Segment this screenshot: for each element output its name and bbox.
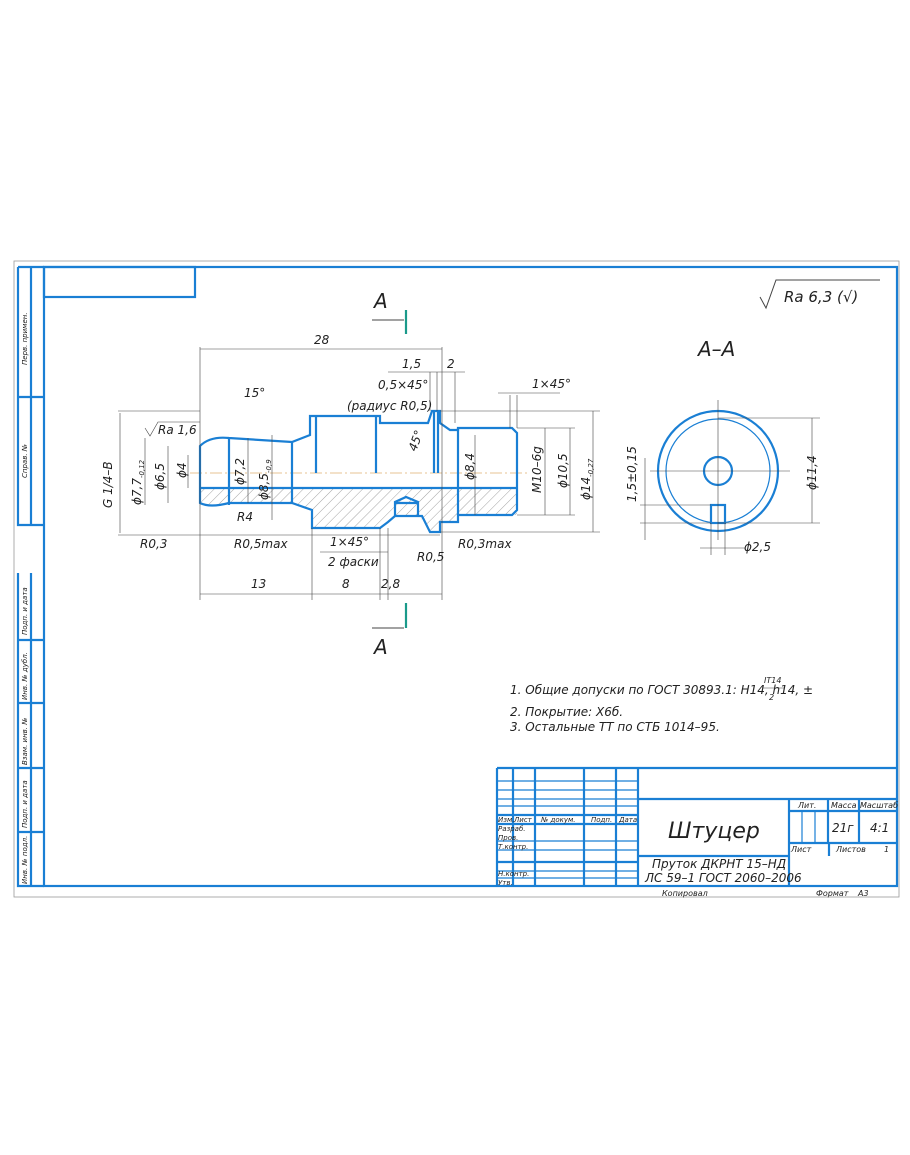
stamp-label: Инв. № дубл. (21, 652, 29, 700)
mass-label: Масса (831, 801, 857, 810)
role-norm-control: Н.контр. (498, 870, 529, 878)
note-fraction-num: IT14 (764, 676, 781, 685)
dim-d65: ϕ6,5 (153, 463, 167, 490)
section-title: A–A (696, 337, 735, 361)
role-developer: Разраб. (498, 825, 526, 833)
side-stamp: Перв. примен. Справ. № Подп. и дата Инв.… (16, 265, 44, 888)
header-list: Лист (513, 816, 533, 824)
dim-r05max: R0,5max (234, 537, 288, 551)
material-line-2: ЛС 59–1 ГОСТ 2060–2006 (644, 871, 802, 885)
roughness-ra16: Ra 1,6 (158, 423, 197, 437)
header-izm: Изм. (498, 816, 514, 824)
dim-two-chamfers: 2 фаски (328, 555, 379, 569)
dim-thread-g14: G 1/4–B (101, 461, 115, 508)
dim-1-5-tol: 1,5±0,15 (625, 446, 639, 502)
dim-d25: ϕ2,5 (744, 540, 771, 554)
format-value: А3 (857, 889, 869, 898)
dim-r05: R0,5 (417, 550, 444, 564)
mass-value: 21г (832, 821, 854, 835)
format-label: Формат (816, 889, 849, 898)
dim-chamfer-1-bottom: 1×45° (330, 535, 369, 549)
note-3: 3. Остальные ТТ по СТБ 1014–95. (510, 720, 720, 734)
dim-d14: ϕ14-0,27 (579, 458, 595, 500)
dim-8: 8 (342, 577, 350, 591)
note-2: 2. Покрытие: Х6б. (510, 705, 623, 719)
scale-label: Масштаб (860, 801, 898, 810)
dim-d72: ϕ7,2 (233, 458, 247, 485)
sheet-outer-border (13, 260, 900, 898)
drawing-frame (42, 265, 899, 888)
dim-2: 2 (447, 357, 455, 371)
dim-d85: ϕ8,5-0,9 (257, 459, 273, 500)
scale-value: 4:1 (870, 821, 889, 835)
sheets-label: Листов (835, 845, 866, 854)
dim-radius-note: (радиус R0,5) (347, 399, 432, 413)
part-name: Штуцер (668, 819, 760, 844)
dim-r4: R4 (237, 510, 253, 524)
role-tech-control: Т.контр. (498, 843, 528, 851)
dim-d114: ϕ11,4 (805, 455, 819, 490)
sheets-value: 1 (884, 845, 889, 854)
dim-thread-m10: M10–6g (530, 446, 544, 493)
copied-label: Копировал (662, 889, 708, 898)
note-1: 1. Общие допуски по ГОСТ 30893.1: H14, h… (510, 683, 813, 697)
header-sign: Подп. (591, 816, 612, 824)
dim-13: 13 (251, 577, 266, 591)
dim-2-8: 2,8 (381, 577, 400, 591)
section-mark-top: A (372, 289, 388, 313)
stamp-label: Взам. инв. № (21, 717, 29, 765)
note-fraction-den: 2 (769, 693, 774, 702)
technical-notes: 1. Общие допуски по ГОСТ 30893.1: H14, h… (510, 676, 813, 734)
header-date: Дата (618, 816, 637, 824)
dim-r03max: R0,3max (458, 537, 512, 551)
general-roughness: Ra 6,3 (√) (759, 279, 880, 310)
dim-angle-45: 45° (406, 428, 426, 453)
stamp-label: Перв. примен. (21, 312, 29, 365)
stamp-label: Подп. и дата (21, 587, 29, 635)
dim-chamfer-1-top: 1×45° (532, 377, 571, 391)
main-view: A A 28 1,5 2 0,5×45° (радиус R0,5) 1×45°… (101, 289, 600, 659)
material-line-1: Пруток ДКРНТ 15–НД (652, 857, 786, 871)
role-checker: Пров. (498, 834, 518, 842)
section-mark-bottom: A (372, 635, 388, 659)
part-outline (198, 409, 519, 534)
dim-d4: ϕ4 (175, 462, 189, 478)
role-approved: Утв. (498, 879, 513, 887)
svg-text:Ra 6,3 (√): Ra 6,3 (√) (784, 288, 858, 306)
stamp-label: Справ. № (21, 444, 29, 478)
stamp-label: Подп. и дата (21, 780, 29, 828)
dim-d84: ϕ8,4 (463, 453, 477, 480)
dim-d105: ϕ10,5 (556, 453, 570, 488)
header-doc: № докум. (540, 816, 576, 824)
dim-d77: ϕ7,7-0,12 (130, 459, 146, 505)
top-left-box (42, 265, 197, 299)
sheet-label: Лист (790, 845, 812, 854)
title-block: Изм. Лист № докум. Подп. Дата Разраб. Пр… (495, 766, 898, 898)
dim-chamfer-05: 0,5×45° (378, 378, 428, 392)
section-view: A–A ϕ11,4 1,5±0,15 ϕ2,5 (625, 337, 820, 555)
stamp-label: Инв. № подл. (21, 836, 29, 884)
lit-label: Лит. (797, 801, 816, 810)
dim-length-28: 28 (314, 333, 330, 347)
dim-angle-15: 15° (244, 386, 265, 400)
dim-r03: R0,3 (140, 537, 167, 551)
dim-1-5: 1,5 (402, 357, 421, 371)
section-hatch (200, 488, 517, 532)
